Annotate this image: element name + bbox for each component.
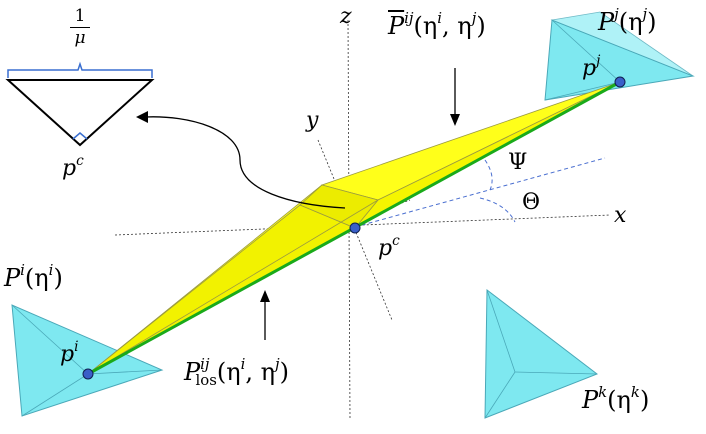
point-p-j — [614, 76, 626, 88]
label-y-axis: y — [306, 108, 319, 133]
label-psi: Ψ — [508, 150, 528, 175]
label-p-i: pi — [60, 338, 79, 367]
theta-arc — [479, 197, 516, 223]
width-bracket — [7, 61, 153, 78]
tetrahedron-i — [11, 304, 164, 417]
label-P-bar-ij: Pij(ηi, ηj) — [388, 8, 486, 40]
label-P-k: Pk(ηk) — [582, 382, 650, 414]
tetrahedron-k — [484, 289, 599, 419]
point-p-c — [349, 222, 361, 234]
psi-reference-line — [354, 157, 606, 228]
psi-arc — [484, 159, 493, 191]
label-P-j: Pj(ηj) — [598, 4, 657, 36]
right-angle-marker — [72, 132, 88, 140]
point-p-i — [82, 368, 94, 380]
fraction-numerator: 1 — [74, 6, 86, 26]
arrows — [136, 68, 460, 340]
label-p-c-center: pc — [378, 232, 400, 261]
fraction-bar — [70, 27, 90, 28]
label-z-axis: z — [340, 4, 352, 29]
fraction-denominator: μ — [74, 28, 86, 48]
inset-cross-section — [5, 61, 155, 147]
x-axis-line — [114, 214, 611, 236]
angle-reference-lines — [354, 157, 606, 228]
tetrahedron-j — [544, 11, 695, 101]
label-p-c-inset: pc — [62, 152, 84, 181]
width-fraction: 1 μ — [70, 8, 90, 47]
curved-arrow — [144, 116, 346, 209]
label-P-i: Pi(ηi) — [4, 260, 63, 292]
inset-triangle — [5, 79, 155, 147]
label-P-los: Pijlos(ηi, ηj) — [184, 354, 290, 390]
label-p-j: pj — [582, 52, 601, 81]
label-x-axis: x — [614, 203, 627, 228]
label-theta: Θ — [522, 190, 541, 215]
